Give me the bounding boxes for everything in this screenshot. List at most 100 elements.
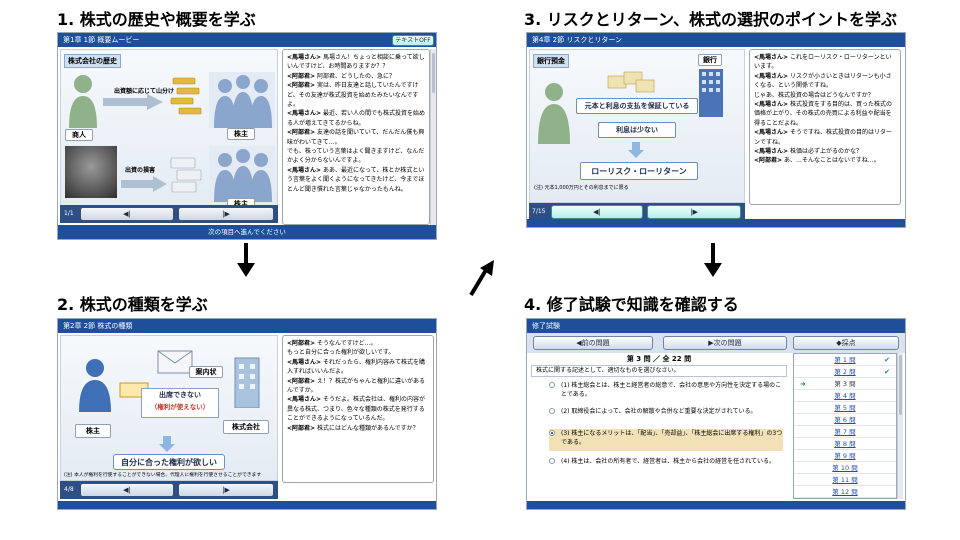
dialogue-text: ああ、最近になって、株とか株式という言葉をよく聞くようになってきたけど、今までほ…	[287, 166, 425, 193]
radio-button[interactable]	[549, 382, 555, 388]
shareholder-figure-icon	[79, 359, 111, 412]
loss-arrow-icon	[121, 176, 167, 192]
question-list-scrollbar[interactable]	[897, 353, 903, 499]
screen2-next-button[interactable]: |▶	[178, 483, 274, 497]
answer-option[interactable]: (4) 株主は、会社の所有者で、経営者は、株主から会社の経営を任されている。	[549, 457, 783, 477]
screen1-slide: 株式会社の歴史 商人 出資額に応じて山分け 株主	[60, 49, 278, 211]
question-list-label: 第 11 問	[832, 476, 858, 484]
dialogue-text: 馬場さん！ちょっと相談に乗って欲しいんですけど、お時間ありますか？？	[287, 54, 425, 71]
speaker-name: <馬場さん>	[754, 72, 789, 80]
shareholders-group-sad-icon	[209, 146, 275, 202]
grade-button[interactable]: ◆採点	[793, 336, 899, 350]
speaker-name: <阿部君>	[287, 424, 316, 432]
text-off-button[interactable]: テキストOFF	[392, 35, 434, 46]
question-list-label: 第 9 問	[834, 452, 856, 460]
question-list-item[interactable]: 第 1 問✔	[794, 354, 896, 366]
speaker-name: <馬場さん>	[754, 54, 789, 61]
screen3-footer-bar	[527, 219, 905, 227]
dialogue-text: 実は、昨日友達と話していたんですけど、その友達が株式投資を始めたみたいなんですよ…	[287, 82, 419, 109]
screen-risk-return: 第4章 2節 リスクとリターン 銀行預金 銀行 元本と利息の支払を保証している …	[526, 32, 906, 228]
question-list-label: 第 6 問	[834, 416, 856, 424]
question-list-item[interactable]: 第 4 問	[794, 390, 896, 402]
answer-option[interactable]: (3) 株主になるメリットは、「配当」、「売却益」、「株主総会に出席する権利」の…	[549, 429, 783, 451]
dividend-arrow-icon	[103, 94, 163, 110]
question-list-item[interactable]: 第 2 問✔	[794, 366, 896, 378]
dialogue-text: でも、株っていう言葉はよく聞きますけど、なんだかよく分からないんですよ。	[287, 148, 425, 165]
question-list-item[interactable]: 第 10 問	[794, 462, 896, 474]
cannot-attend-box: 出席できない （権利が使えない）	[141, 388, 219, 418]
dialogue-line: もっと自分に合った権利が欲しいです。	[287, 348, 429, 357]
answer-option-text: (4) 株主は、会社の所有者で、経営者は、株主から会社の経営を任されている。	[561, 458, 775, 465]
company-building-icon	[234, 357, 260, 408]
question-list-label: 第 10 問	[832, 464, 858, 472]
answer-option[interactable]: (2) 取締役会によって、会社の解散や合併など重要な決定がされている。	[549, 407, 783, 421]
screen3-next-button[interactable]: |▶	[647, 205, 741, 219]
screen1-titlebar: 第1章 1節 概要ムービー	[58, 33, 436, 47]
screen1-prev-button[interactable]: ◀|	[80, 207, 174, 221]
merchant-figure-icon	[69, 75, 97, 128]
question-list-label: 第 7 問	[834, 428, 856, 436]
answer-option[interactable]: (1) 株主総会とは、株主と経営者の総意で、会社の意思や方向性を決定する場のこと…	[549, 381, 783, 401]
dialogue-text: これをローリスク・ローリターンといいます。	[754, 54, 892, 71]
screen1-nav-row: 1/1 ◀| |▶	[60, 205, 278, 223]
screen1-scroll-thumb[interactable]	[432, 53, 435, 93]
question-list-label: 第 3 問	[834, 380, 856, 388]
dialogue-line: でも、株っていう言葉はよく聞きますけど、なんだかよく分からないんですよ。	[287, 147, 425, 166]
cannot-attend-label: 出席できない	[159, 390, 201, 399]
question-list-item[interactable]: 第 3 問 ➜	[794, 378, 896, 390]
screen1-dialogue-panel: <馬場さん> 馬場さん！ちょっと相談に乗って欲しいんですけど、お時間ありますか？…	[282, 49, 430, 225]
screen3-titlebar: 第4章 2節 リスクとリターン	[527, 33, 905, 47]
dialogue-text: そうなんですけど…。	[315, 340, 377, 347]
gold-coins-icon	[170, 77, 202, 115]
radio-button[interactable]	[549, 430, 555, 436]
step-3-title: 3. リスクとリターン、株式の選択のポイントを学ぶ	[524, 10, 898, 29]
prev-question-button[interactable]: ◀前の問題	[533, 336, 653, 350]
question-list-item[interactable]: 第 7 問	[794, 426, 896, 438]
question-list-item[interactable]: 第 6 問	[794, 414, 896, 426]
answer-option-text: (2) 取締役会によって、会社の解散や合併など重要な決定がされている。	[561, 408, 757, 415]
dialogue-text: そうだよ。株式会社は、権利の内容が異なる株式、つまり、色々な種類の株式を発行する…	[287, 396, 425, 423]
screen2-prev-button[interactable]: ◀|	[80, 483, 174, 497]
screen2-nav-row: 4/8 ◀| |▶	[60, 481, 278, 499]
screen3-prev-button[interactable]: ◀|	[551, 205, 643, 219]
speaker-name: <馬場さん>	[287, 54, 322, 61]
speaker-name: <阿部君>	[287, 377, 316, 385]
question-list-item[interactable]: 第 8 問	[794, 438, 896, 450]
next-question-button[interactable]: ▶次の問題	[663, 336, 787, 350]
screen2-slide: 株主 案内状 出席できない （権利が使えない） 株式会社 自分に合った権利が欲し…	[60, 335, 278, 481]
depositor-figure-icon	[538, 83, 570, 144]
dialogue-line: <馬場さん> ああ、最近になって、株とか株式という言葉をよく聞くようになってきた…	[287, 166, 425, 194]
arrow-down-3-to-4-icon	[704, 243, 722, 277]
screen1-scrollbar[interactable]	[430, 49, 436, 225]
screen1-next-button[interactable]: |▶	[178, 207, 274, 221]
question-list-item[interactable]: 第 12 問	[794, 486, 896, 498]
company-label: 株式会社	[223, 420, 269, 434]
dialogue-line: <馬場さん> 馬場さん！ちょっと相談に乗って欲しいんですけど、お時間ありますか？…	[287, 53, 425, 72]
question-counter: 第 3 問 ／ 全 22 問	[626, 355, 692, 363]
radio-button[interactable]	[549, 408, 555, 414]
dialogue-text: じゃあ、株式投資の場合はどうなんですか？	[754, 91, 874, 99]
bank-label: 銀行	[698, 54, 722, 66]
low-risk-box: ローリスク・ローリターン	[580, 162, 698, 180]
down-arrow-icon-2	[628, 142, 644, 158]
question-list-item[interactable]: 第 9 問	[794, 450, 896, 462]
question-list-item[interactable]: 第 11 問	[794, 474, 896, 486]
question-list: 第 1 問✔第 2 問✔第 3 問➜第 4 問第 5 問第 6 問第 7 問第 …	[793, 353, 897, 499]
dialogue-text: 株式にはどんな種類があるんですか？	[315, 424, 419, 432]
question-list-label: 第 8 問	[834, 440, 856, 448]
arrow-down-1-to-2-icon	[237, 243, 255, 277]
dialogue-text: 株式投資をする目的は、買った株式の価格が上がり、その株式の売買による利益や配当を…	[754, 101, 892, 127]
no-voting-right-label: （権利が使えない）	[150, 403, 210, 411]
question-list-item[interactable]: 第 5 問	[794, 402, 896, 414]
speaker-name: <阿部君>	[287, 129, 316, 137]
down-arrow-icon	[159, 436, 175, 452]
question-list-label: 第 2 問	[834, 368, 856, 376]
screen3-footnote: (注) 元本1,000万円とその利息までに限る	[534, 185, 629, 191]
question-list-scroll-thumb[interactable]	[899, 355, 902, 415]
radio-button[interactable]	[549, 458, 555, 464]
question-list-label: 第 1 問	[834, 356, 856, 364]
current-question-arrow-icon: ➜	[800, 380, 806, 388]
dialogue-line: <馬場さん> 株式投資をする目的は、買った株式の価格が上がり、その株式の売買によ…	[754, 100, 896, 128]
screen4-titlebar: 修了試験	[527, 319, 905, 333]
quiz-toolbar: ◀前の問題 ▶次の問題 ◆採点	[527, 333, 905, 353]
